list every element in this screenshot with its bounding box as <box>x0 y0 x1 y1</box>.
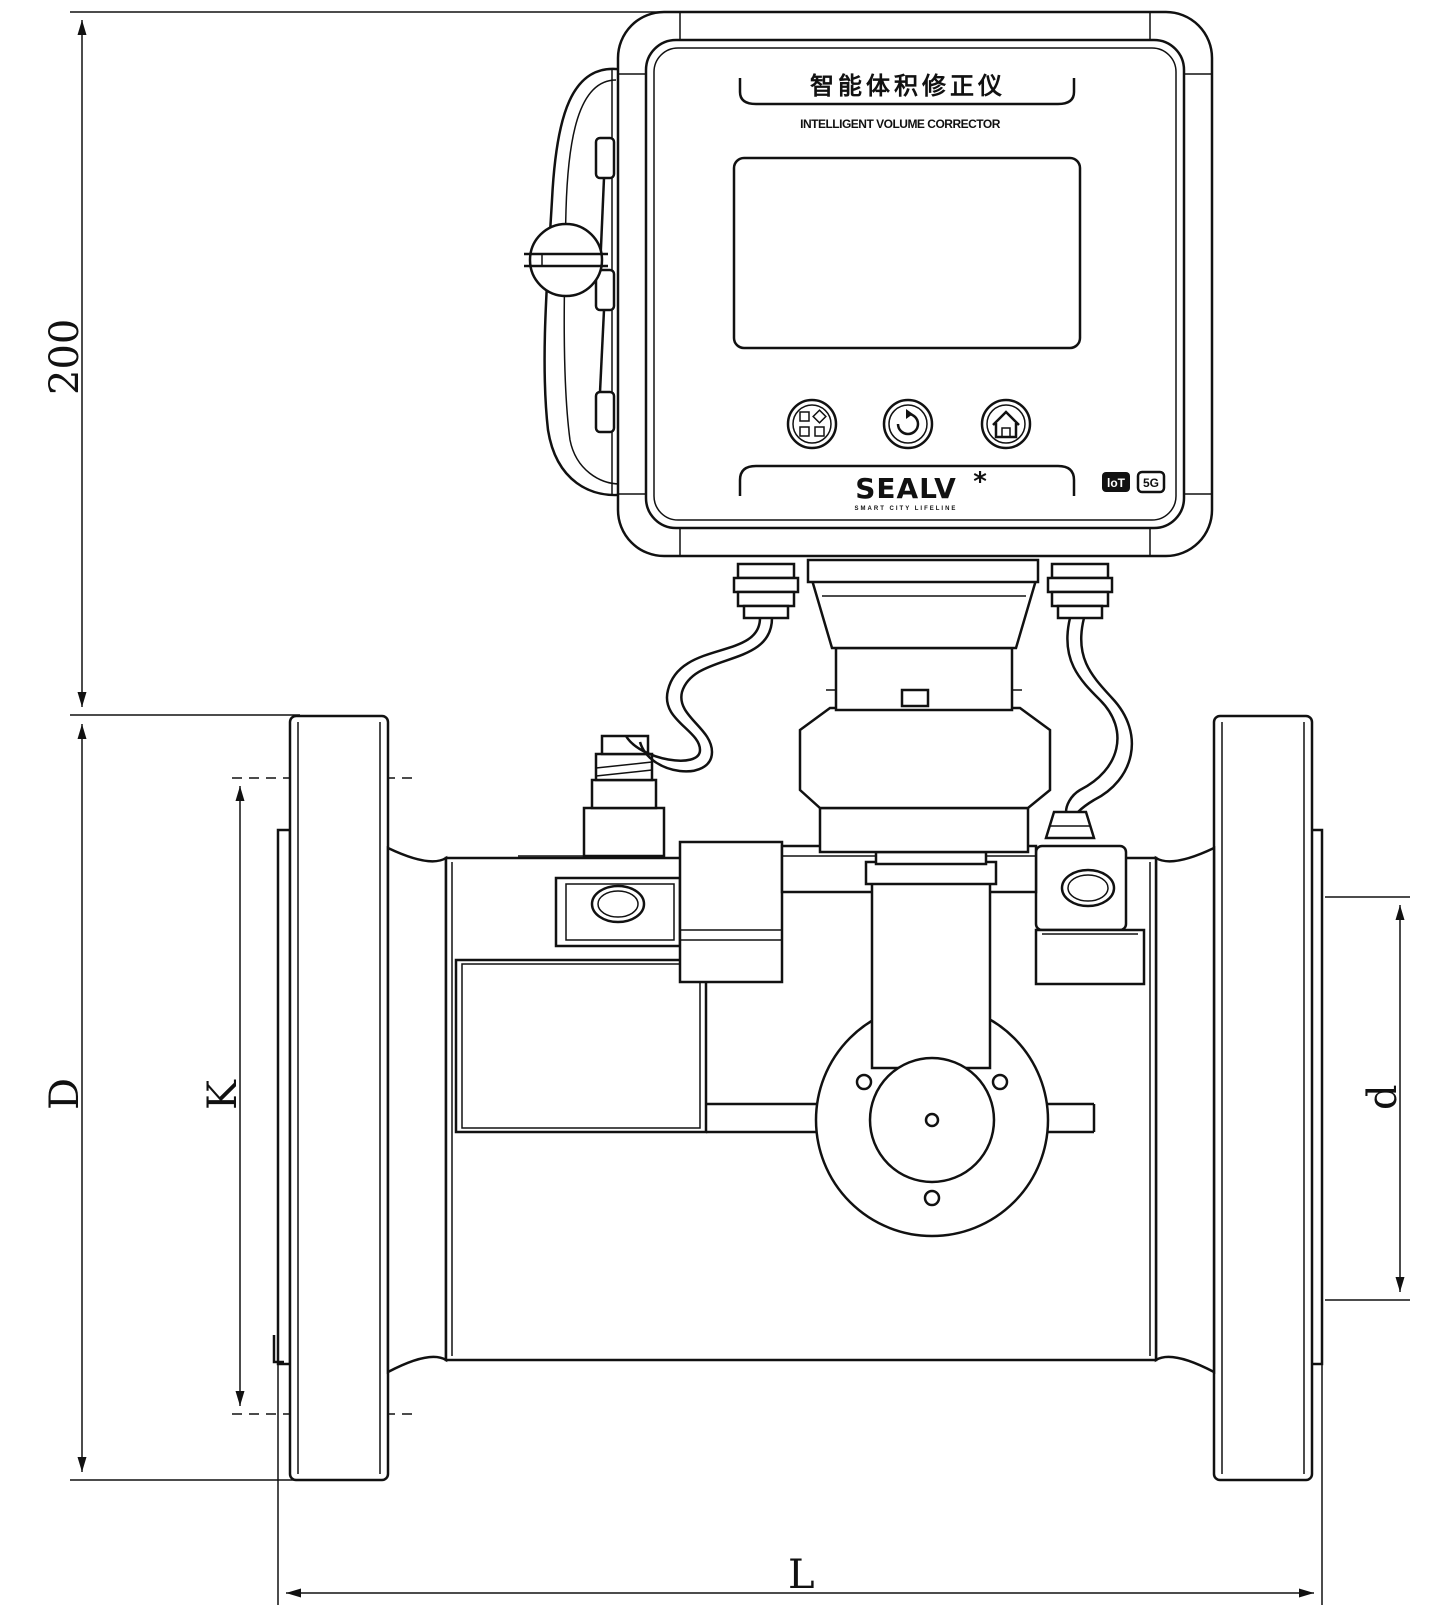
brand-mark: * <box>973 467 987 497</box>
5g-badge: 5G <box>1136 470 1166 494</box>
adapter-neck <box>798 558 1052 854</box>
grid-menu-icon <box>799 409 827 437</box>
device-title-en: INTELLIGENT VOLUME CORRECTOR <box>800 117 1001 131</box>
svg-text:loT: loT <box>1107 476 1126 490</box>
cable-glands <box>518 562 1134 858</box>
device-title-cn: 智能体积修正仪 <box>810 71 1006 100</box>
home-button[interactable] <box>980 398 1032 450</box>
right-flange <box>1212 714 1324 1482</box>
dimension-bore: d <box>1325 896 1410 1301</box>
refresh-button[interactable] <box>882 398 934 450</box>
brand-logo: SEALV * SMART CITY LIFELINE <box>855 467 988 512</box>
left-flange <box>272 714 390 1482</box>
dimension-height-label: 200 <box>42 319 88 395</box>
dimension-length-label: L <box>788 1552 815 1598</box>
meter-body <box>386 840 1216 1375</box>
display-housing: 智能体积修正仪 INTELLIGENT VOLUME CORRECTOR <box>616 10 1214 558</box>
dimension-height: 200 <box>42 11 660 716</box>
brand-tagline: SMART CITY LIFELINE <box>855 506 958 512</box>
dimension-flange-diameter: D <box>42 724 300 1481</box>
dimension-flange-diameter-label: D <box>42 1078 88 1110</box>
dimension-bolt-circle-label: K <box>200 1079 246 1110</box>
menu-button[interactable] <box>786 398 838 450</box>
refresh-icon <box>896 409 920 436</box>
dimension-length: L <box>277 1320 1323 1605</box>
svg-text:5G: 5G <box>1143 476 1159 490</box>
brand-name: SEALV <box>855 472 957 505</box>
dimension-bore-label: d <box>1360 1084 1406 1110</box>
side-cable-housing <box>524 67 629 497</box>
home-icon <box>992 410 1020 439</box>
iot-badge: loT <box>1102 472 1130 492</box>
lcd-screen <box>732 156 1082 350</box>
